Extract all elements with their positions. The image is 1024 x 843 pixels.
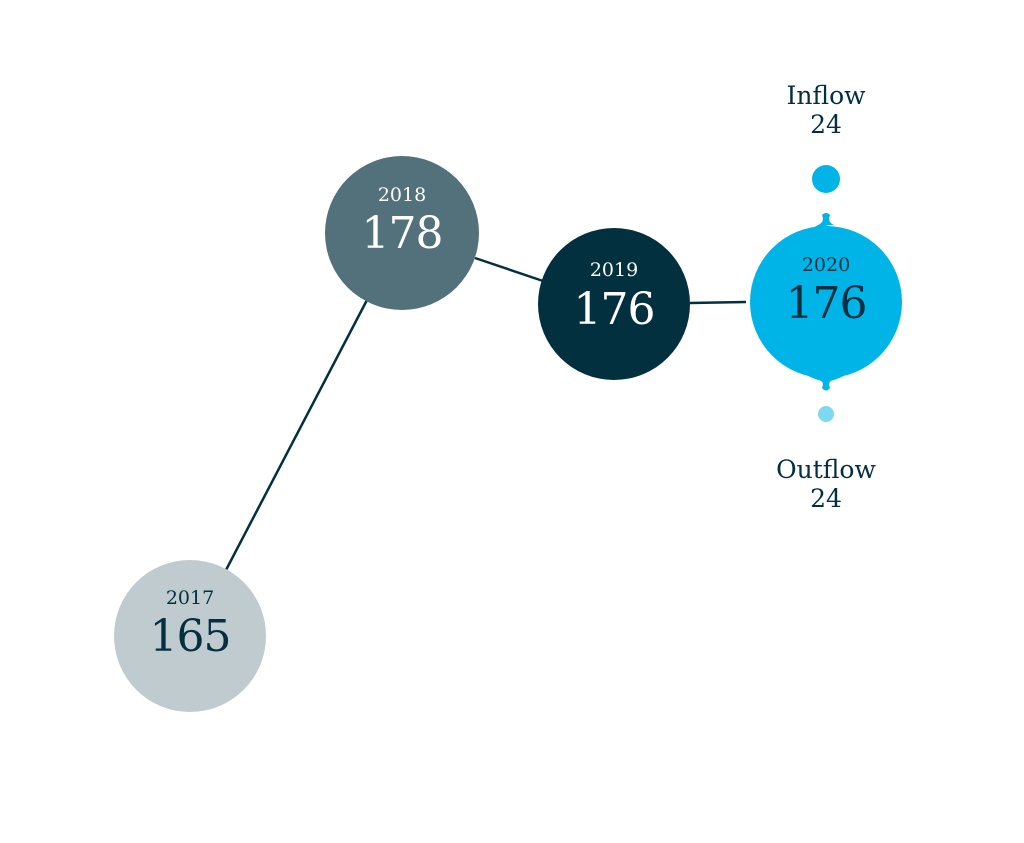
bubble-2020-year: 2020: [802, 254, 850, 276]
bubble-2017-value: 165: [150, 611, 231, 662]
bubble-2019-value: 176: [574, 284, 655, 335]
connector-2019-2020: [689, 300, 747, 305]
bubble-2018-year: 2018: [378, 184, 426, 206]
outflow-group: Outflow 24: [776, 406, 876, 513]
outflow-value: 24: [810, 484, 842, 513]
bubble-2017-circle: [114, 560, 266, 712]
inflow-value: 24: [810, 110, 842, 139]
connector-2018-2019: [474, 256, 547, 284]
bubble-2020-core: [750, 226, 902, 378]
inflow-group: Inflow 24: [786, 81, 866, 193]
bubble-2019-circle: [538, 228, 690, 380]
bubble-2018: 2018 178: [325, 156, 479, 310]
bubble-2017-year: 2017: [166, 587, 214, 609]
bubble-2019: 2019 176: [538, 228, 690, 380]
outflow-dot: [818, 406, 834, 422]
outflow-label: Outflow: [776, 455, 876, 484]
connector-2017-2018: [224, 299, 369, 571]
bubble-2020: 2020 176: [750, 213, 902, 391]
bubble-2018-circle: [325, 156, 479, 310]
inflow-label: Inflow: [786, 81, 866, 110]
inflow-dot: [812, 165, 840, 193]
bubble-2018-value: 178: [362, 208, 443, 259]
bubble-2019-year: 2019: [590, 259, 638, 281]
bubble-2020-value: 176: [786, 278, 867, 329]
bubble-2017: 2017 165: [114, 560, 266, 712]
